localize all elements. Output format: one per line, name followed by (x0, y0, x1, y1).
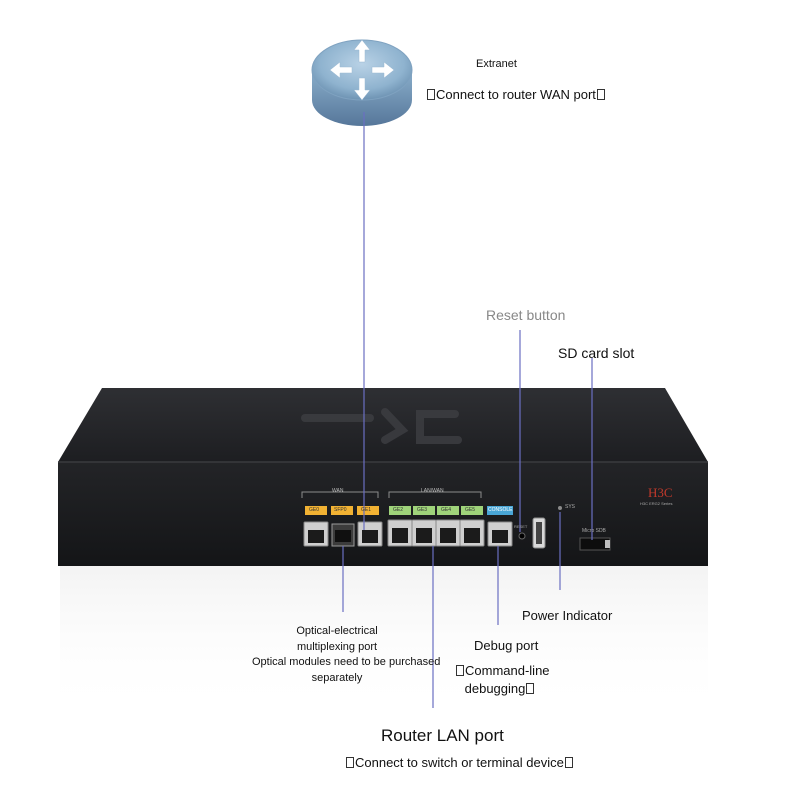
console-tag: CONSOLE (488, 507, 513, 513)
wan-bracket-label: WAN (332, 488, 344, 494)
debug-port-description: Command-line debugging (455, 662, 550, 698)
sd-small-label: Micro SDB (582, 528, 606, 534)
brand-logo: H3C (648, 485, 673, 500)
router-lan-port-title: Router LAN port (381, 726, 504, 745)
port-tag-sfp0: SFP0 (334, 507, 347, 513)
sys-label: SYS (565, 504, 576, 510)
port-tag-ge2: GE2 (393, 507, 404, 513)
sd-card-slot-label: SD card slot (558, 345, 635, 361)
router-device: H3C (58, 388, 708, 566)
model-label: H3C ERG2 Series (640, 501, 673, 506)
port-tag-ge4: GE4 (441, 507, 452, 513)
router-icon (311, 39, 413, 126)
reset-small-label: RESET (514, 524, 528, 529)
optical-port-label: Optical-electrical multiplexing port Opt… (252, 625, 441, 684)
power-indicator-label: Power Indicator (522, 608, 613, 623)
router-lan-port-subtitle: Connect to switch or terminal device (345, 755, 574, 770)
extranet-title: Extranet (476, 58, 517, 70)
debug-port-title: Debug port (474, 638, 539, 653)
extranet-subtitle: Connect to router WAN port (426, 87, 606, 102)
port-tag-ge3: GE3 (417, 507, 428, 513)
reset-button-label: Reset button (486, 307, 566, 323)
port-tag-ge0: GE0 (309, 507, 320, 513)
port-tag-ge1: GE1 (361, 507, 372, 513)
port-tag-ge5: GE5 (465, 507, 476, 513)
lan-wan-bracket-label: LAN/WAN (421, 488, 444, 494)
